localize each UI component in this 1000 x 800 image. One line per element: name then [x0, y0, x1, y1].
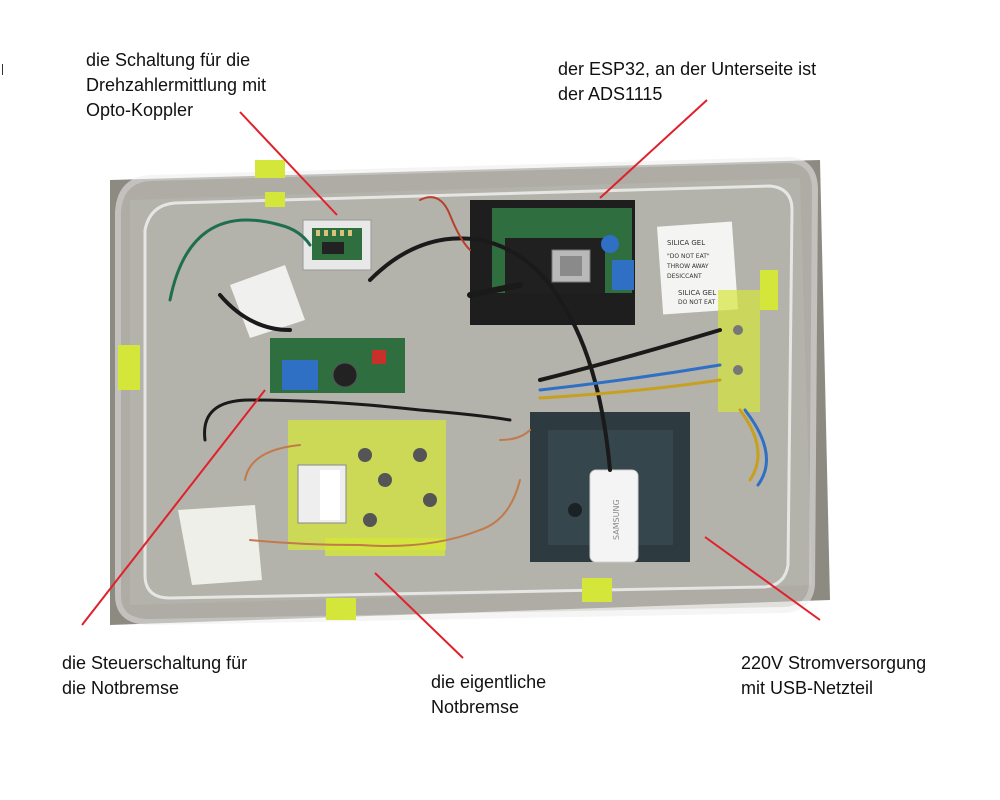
- label-strom-line-1: 220V Stromversorgung: [741, 653, 927, 673]
- cables: [168, 196, 768, 547]
- relay-control-board: [270, 338, 405, 393]
- label-esp32: der ESP32, an der Unterseite ist der ADS…: [558, 57, 816, 107]
- label-drehzahl-line-1: die Schaltung für die: [86, 50, 251, 70]
- label-strom-line-2: mit USB-Netzteil: [741, 678, 874, 698]
- svg-text:SAMSUNG: SAMSUNG: [612, 499, 621, 540]
- label-steuer: die Steuerschaltung für die Notbremse: [62, 651, 247, 701]
- speed-sensor-board: [302, 219, 372, 271]
- label-steuer-line-1: die Steuerschaltung für: [62, 653, 248, 673]
- label-drehzahl-line-2: Drehzahlermittlung mit: [86, 75, 267, 95]
- arrow-esp32: [599, 99, 708, 199]
- svg-text:SILICA GEL: SILICA GEL: [667, 239, 705, 247]
- esp32-board: [470, 200, 673, 325]
- edge-tick-mark: [2, 64, 3, 75]
- label-strom: 220V Stromversorgung mit USB-Netzteil: [741, 651, 926, 701]
- silica-gel-packet-right: SILICA GEL "DO NOT EAT" THROW AWAY DESIC…: [657, 221, 738, 315]
- arrow-strom: [704, 536, 821, 621]
- arrow-drehzahl: [239, 111, 338, 216]
- label-esp32-line-1: der ESP32, an der Unterseite ist: [558, 59, 817, 79]
- label-esp32-line-2: der ADS1115: [558, 84, 663, 104]
- yellow-clips: [118, 160, 778, 620]
- label-steuer-line-2: die Notbremse: [62, 678, 180, 698]
- label-drehzahl-line-3: Opto-Koppler: [86, 100, 194, 120]
- svg-text:"DO NOT EAT": "DO NOT EAT": [667, 253, 710, 260]
- emergency-brake-assembly: [288, 420, 446, 556]
- terminal-block: [718, 290, 760, 412]
- usb-power-adapter: SAMSUNG: [589, 469, 639, 563]
- label-notbremse: die eigentliche Notbremse: [431, 670, 546, 720]
- label-notbremse-line-1: die eigentliche: [431, 672, 547, 692]
- svg-text:DESICCANT: DESICCANT: [667, 273, 702, 280]
- svg-text:SILICA GEL: SILICA GEL: [678, 289, 716, 297]
- arrow-steuer: [81, 389, 266, 626]
- svg-text:THROW AWAY: THROW AWAY: [666, 263, 709, 270]
- arrow-notbremse: [374, 572, 464, 659]
- svg-text:DO NOT EAT: DO NOT EAT: [678, 299, 715, 306]
- label-drehzahl: die Schaltung für die Drehzahlermittlung…: [86, 48, 266, 123]
- label-notbremse-line-2: Notbremse: [431, 697, 520, 717]
- annotation-arrows: [81, 99, 821, 659]
